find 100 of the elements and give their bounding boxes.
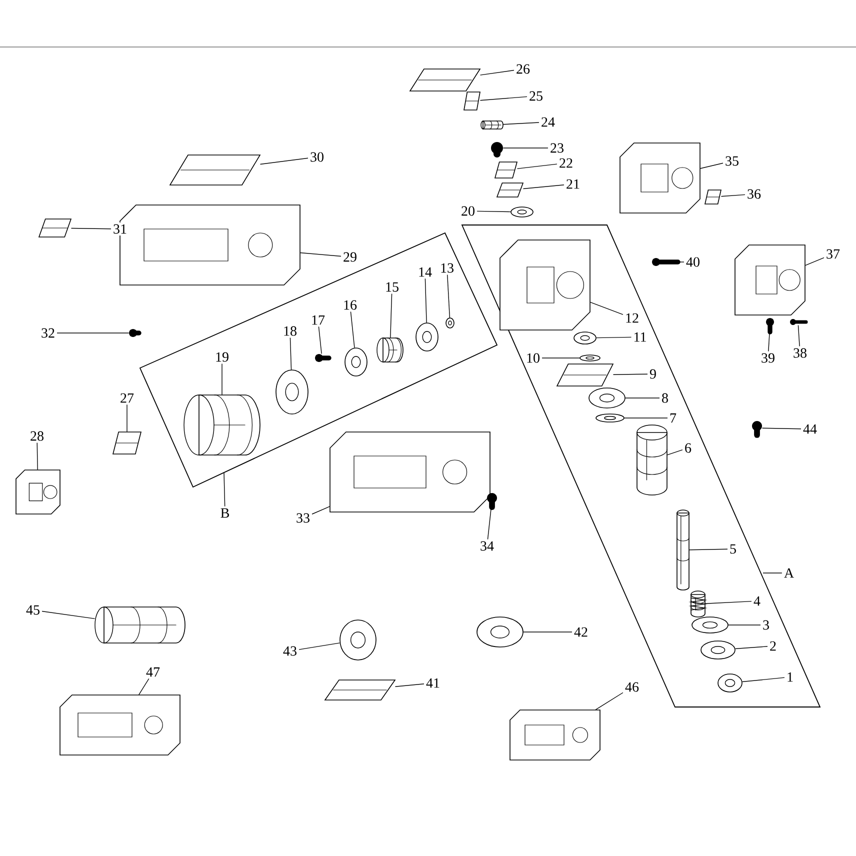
callout-number: 46 (623, 680, 641, 694)
part-drawing (636, 424, 668, 496)
leader-line (768, 332, 770, 352)
leader-line (312, 506, 330, 514)
part-drawing (596, 414, 624, 422)
part-drawing (510, 206, 534, 218)
callout-number: 42 (572, 626, 590, 638)
part-drawing (766, 318, 774, 334)
leader-line (595, 692, 624, 710)
callout-number: 6 (682, 442, 694, 454)
leader-line (798, 324, 800, 347)
callout-number: 44 (801, 422, 819, 436)
callout-letter: A (782, 566, 796, 580)
callout-number: 25 (527, 90, 545, 102)
leader-line (42, 610, 96, 620)
leader-line (224, 472, 226, 507)
leader-line (516, 164, 558, 170)
part-drawing (416, 322, 438, 352)
callout-number: 39 (759, 352, 777, 364)
leader-line (804, 257, 824, 266)
callout-number: 23 (548, 142, 566, 154)
leader-line (704, 600, 752, 604)
leader-line (300, 252, 342, 257)
callout-number: 19 (213, 350, 231, 364)
part-drawing (620, 142, 700, 214)
leader-line (596, 336, 632, 338)
callout-number: 36 (745, 188, 763, 200)
part-drawing (129, 329, 142, 337)
part-drawing (60, 694, 180, 756)
callout-number: 5 (728, 542, 738, 556)
part-drawing (734, 244, 806, 316)
callout-number: 14 (416, 266, 434, 278)
leader-line (36, 442, 38, 470)
part-drawing (510, 710, 600, 760)
part-drawing (692, 616, 728, 634)
part-drawing (580, 354, 600, 362)
callout-number: 4 (752, 594, 762, 608)
part-drawing (376, 338, 404, 362)
callout-number: 7 (668, 412, 678, 424)
callout-number: 37 (824, 248, 842, 260)
callout-number: 38 (791, 346, 809, 360)
part-drawing (652, 258, 680, 266)
leader-line (742, 677, 785, 682)
leader-line (390, 293, 392, 338)
part-drawing (480, 120, 504, 130)
part-drawing (94, 606, 186, 644)
leader-line (424, 278, 427, 324)
callout-number: 28 (28, 430, 46, 442)
callout-number: 15 (383, 280, 401, 294)
callout-number: 29 (341, 250, 359, 264)
callout-number: 20 (459, 204, 477, 218)
leader-line (502, 122, 540, 125)
part-drawing (491, 142, 503, 158)
part-drawing (330, 432, 490, 512)
leader-line (734, 646, 768, 650)
leader-line (126, 404, 128, 432)
callout-number: 45 (24, 604, 42, 616)
part-drawing (718, 674, 742, 692)
leader-line (298, 642, 340, 650)
callout-number: 40 (684, 256, 702, 268)
leader-line (762, 572, 782, 574)
callout-number: 18 (281, 324, 299, 338)
callout-number: 21 (564, 178, 582, 190)
leader-line (260, 158, 308, 165)
leader-line (350, 311, 355, 348)
leader-line (70, 228, 112, 230)
part-drawing (574, 332, 596, 344)
callout-number: 33 (294, 512, 312, 524)
leader-line (612, 374, 648, 375)
part-drawing (500, 240, 590, 330)
callout-number: 11 (631, 330, 649, 344)
leader-line (447, 274, 450, 318)
callout-number: 32 (39, 326, 57, 340)
part-drawing (464, 92, 480, 110)
part-drawing (704, 190, 722, 204)
leader-line (700, 162, 724, 169)
leader-line (590, 302, 624, 315)
part-drawing (446, 318, 454, 328)
callout-number: 9 (648, 368, 658, 380)
leader-line (487, 506, 492, 540)
callout-number: 10 (524, 352, 542, 364)
leader-line (480, 96, 528, 101)
callout-number: 12 (623, 312, 641, 324)
part-drawing (688, 590, 708, 618)
callout-number: 47 (144, 666, 162, 678)
leader-line (476, 210, 512, 212)
leader-line (138, 678, 150, 696)
callout-number: 43 (281, 644, 299, 658)
part-drawing (476, 616, 524, 648)
part-drawing (344, 348, 368, 376)
callout-number: 13 (438, 262, 456, 274)
part-drawing (487, 493, 497, 510)
leader-line (290, 337, 292, 370)
callout-number: 17 (309, 314, 327, 326)
callout-number: 3 (760, 618, 772, 632)
part-drawing (315, 354, 332, 362)
callout-number: 16 (341, 298, 359, 312)
callout-number: 34 (478, 540, 496, 552)
part-drawing (790, 319, 808, 325)
leader-line (666, 450, 683, 456)
